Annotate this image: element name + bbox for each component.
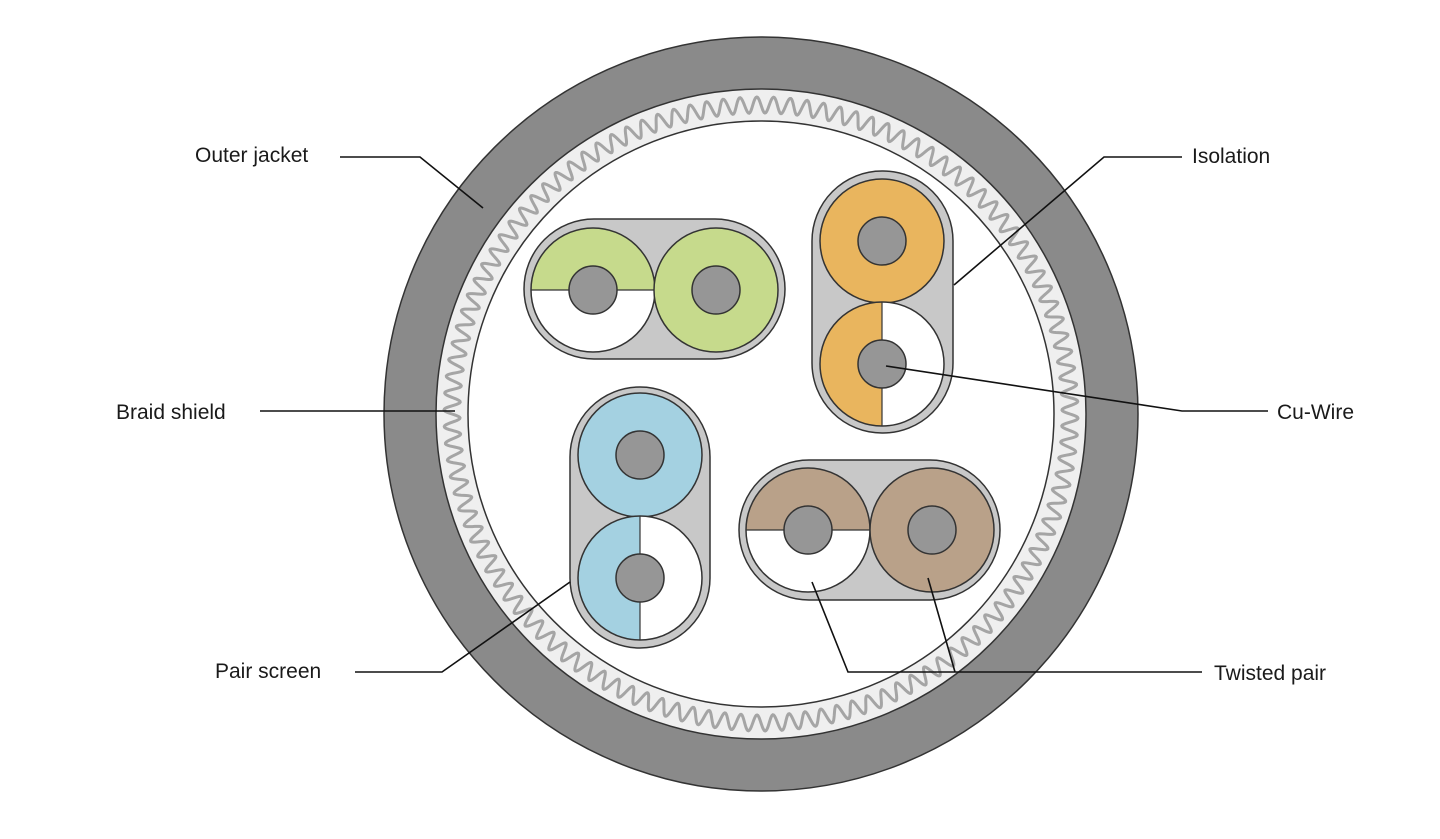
wire-blue-solid: [577, 392, 703, 518]
inner-core: [467, 120, 1055, 708]
wire-blue-striped: [577, 515, 703, 641]
label-cu-wire: Cu-Wire: [1277, 401, 1354, 424]
pair-green: [523, 218, 786, 360]
leader-twisted-pair-branch: [927, 577, 956, 673]
cu-wire-conductor: [857, 216, 907, 266]
leader-pair-screen: [355, 581, 571, 673]
wire-green-solid: [653, 227, 779, 353]
label-outer-jacket: Outer jacket: [195, 144, 309, 167]
cu-wire-conductor: [615, 553, 665, 603]
pair-blue: [569, 386, 711, 649]
cu-wire-conductor: [907, 505, 957, 555]
cu-wire-conductor: [783, 505, 833, 555]
label-isolation: Isolation: [1192, 145, 1271, 168]
wire-green-striped: [530, 227, 656, 353]
wire-brown-striped: [745, 467, 871, 593]
cu-wire-conductor: [615, 430, 665, 480]
wire-brown-solid: [869, 467, 995, 593]
pair-brown: [738, 459, 1001, 601]
leader-isolation: [953, 156, 1182, 286]
pair-orange: [811, 170, 954, 434]
label-braid-shield: Braid shield: [116, 401, 226, 424]
label-pair-screen: Pair screen: [215, 660, 322, 683]
cu-wire-conductor: [568, 265, 618, 315]
leader-outer-jacket: [340, 156, 484, 209]
leader-twisted-pair: [811, 581, 1202, 673]
cu-wire-conductor: [857, 339, 907, 389]
cu-wire-conductor: [691, 265, 741, 315]
wire-orange-striped: [819, 301, 945, 427]
leader-cu-wire: [885, 365, 1268, 412]
label-twisted-pair: Twisted pair: [1214, 662, 1327, 685]
braid-shield: [442, 95, 1080, 733]
wire-orange-solid: [819, 178, 945, 304]
